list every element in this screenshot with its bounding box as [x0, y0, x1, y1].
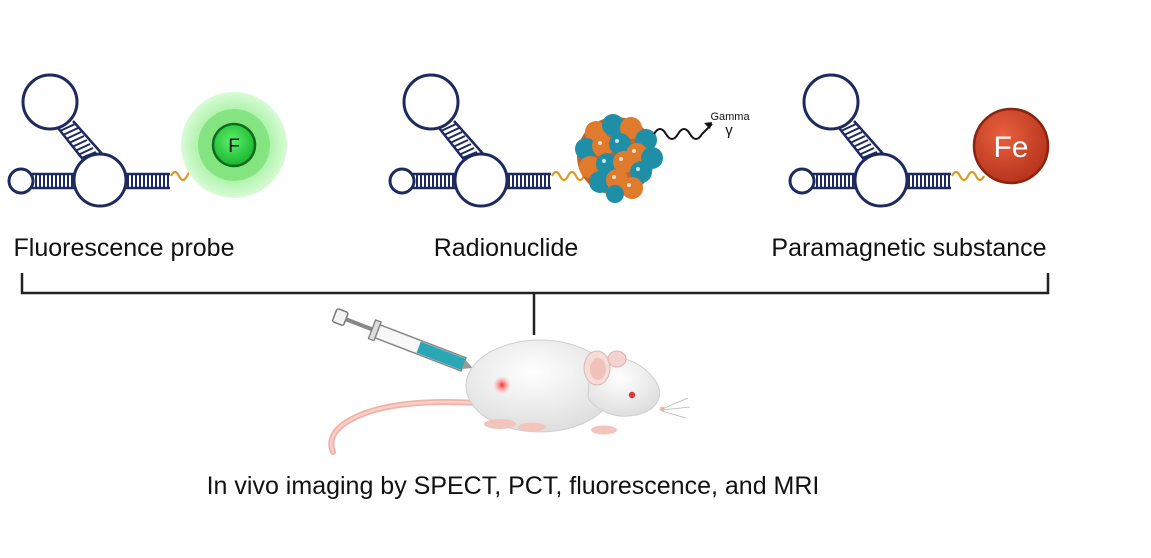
- aptamer-stem-loop-icon: [388, 73, 586, 208]
- gamma-label: Gamma: [710, 111, 750, 123]
- caption: In vivo imaging by SPECT, PCT, fluoresce…: [207, 472, 820, 500]
- radionuclide-nucleus-icon: [575, 114, 663, 203]
- label-radionuclide: Radionuclide: [434, 234, 579, 262]
- mouse-tail: [328, 399, 480, 455]
- aptamer-stem-loop-icon: [7, 73, 205, 208]
- iron-particle-icon: Fe: [972, 107, 1050, 185]
- bracket-connector: [20, 273, 1050, 335]
- panel-paramagnetic-substance: Fe Paramagnetic substance: [771, 73, 1050, 262]
- mouse-icon: [328, 339, 691, 455]
- panel-fluorescence-probe: F Fluorescence probe: [7, 73, 287, 262]
- aptamer-stem-loop-icon: [788, 73, 986, 208]
- gamma-ray-wave-icon: [653, 123, 713, 140]
- panel-radionuclide: Gamma γ Radionuclide: [388, 73, 750, 262]
- injection-site-dot: [493, 376, 511, 394]
- label-fluorescence-probe: Fluorescence probe: [14, 234, 235, 262]
- fluorophore-letter: F: [228, 136, 240, 157]
- label-paramagnetic-substance: Paramagnetic substance: [771, 234, 1046, 262]
- gamma-ray-arrowhead-icon: [704, 122, 712, 129]
- gamma-symbol: γ: [725, 122, 733, 139]
- iron-symbol: Fe: [993, 131, 1028, 164]
- fluorophore-icon: F: [181, 92, 287, 198]
